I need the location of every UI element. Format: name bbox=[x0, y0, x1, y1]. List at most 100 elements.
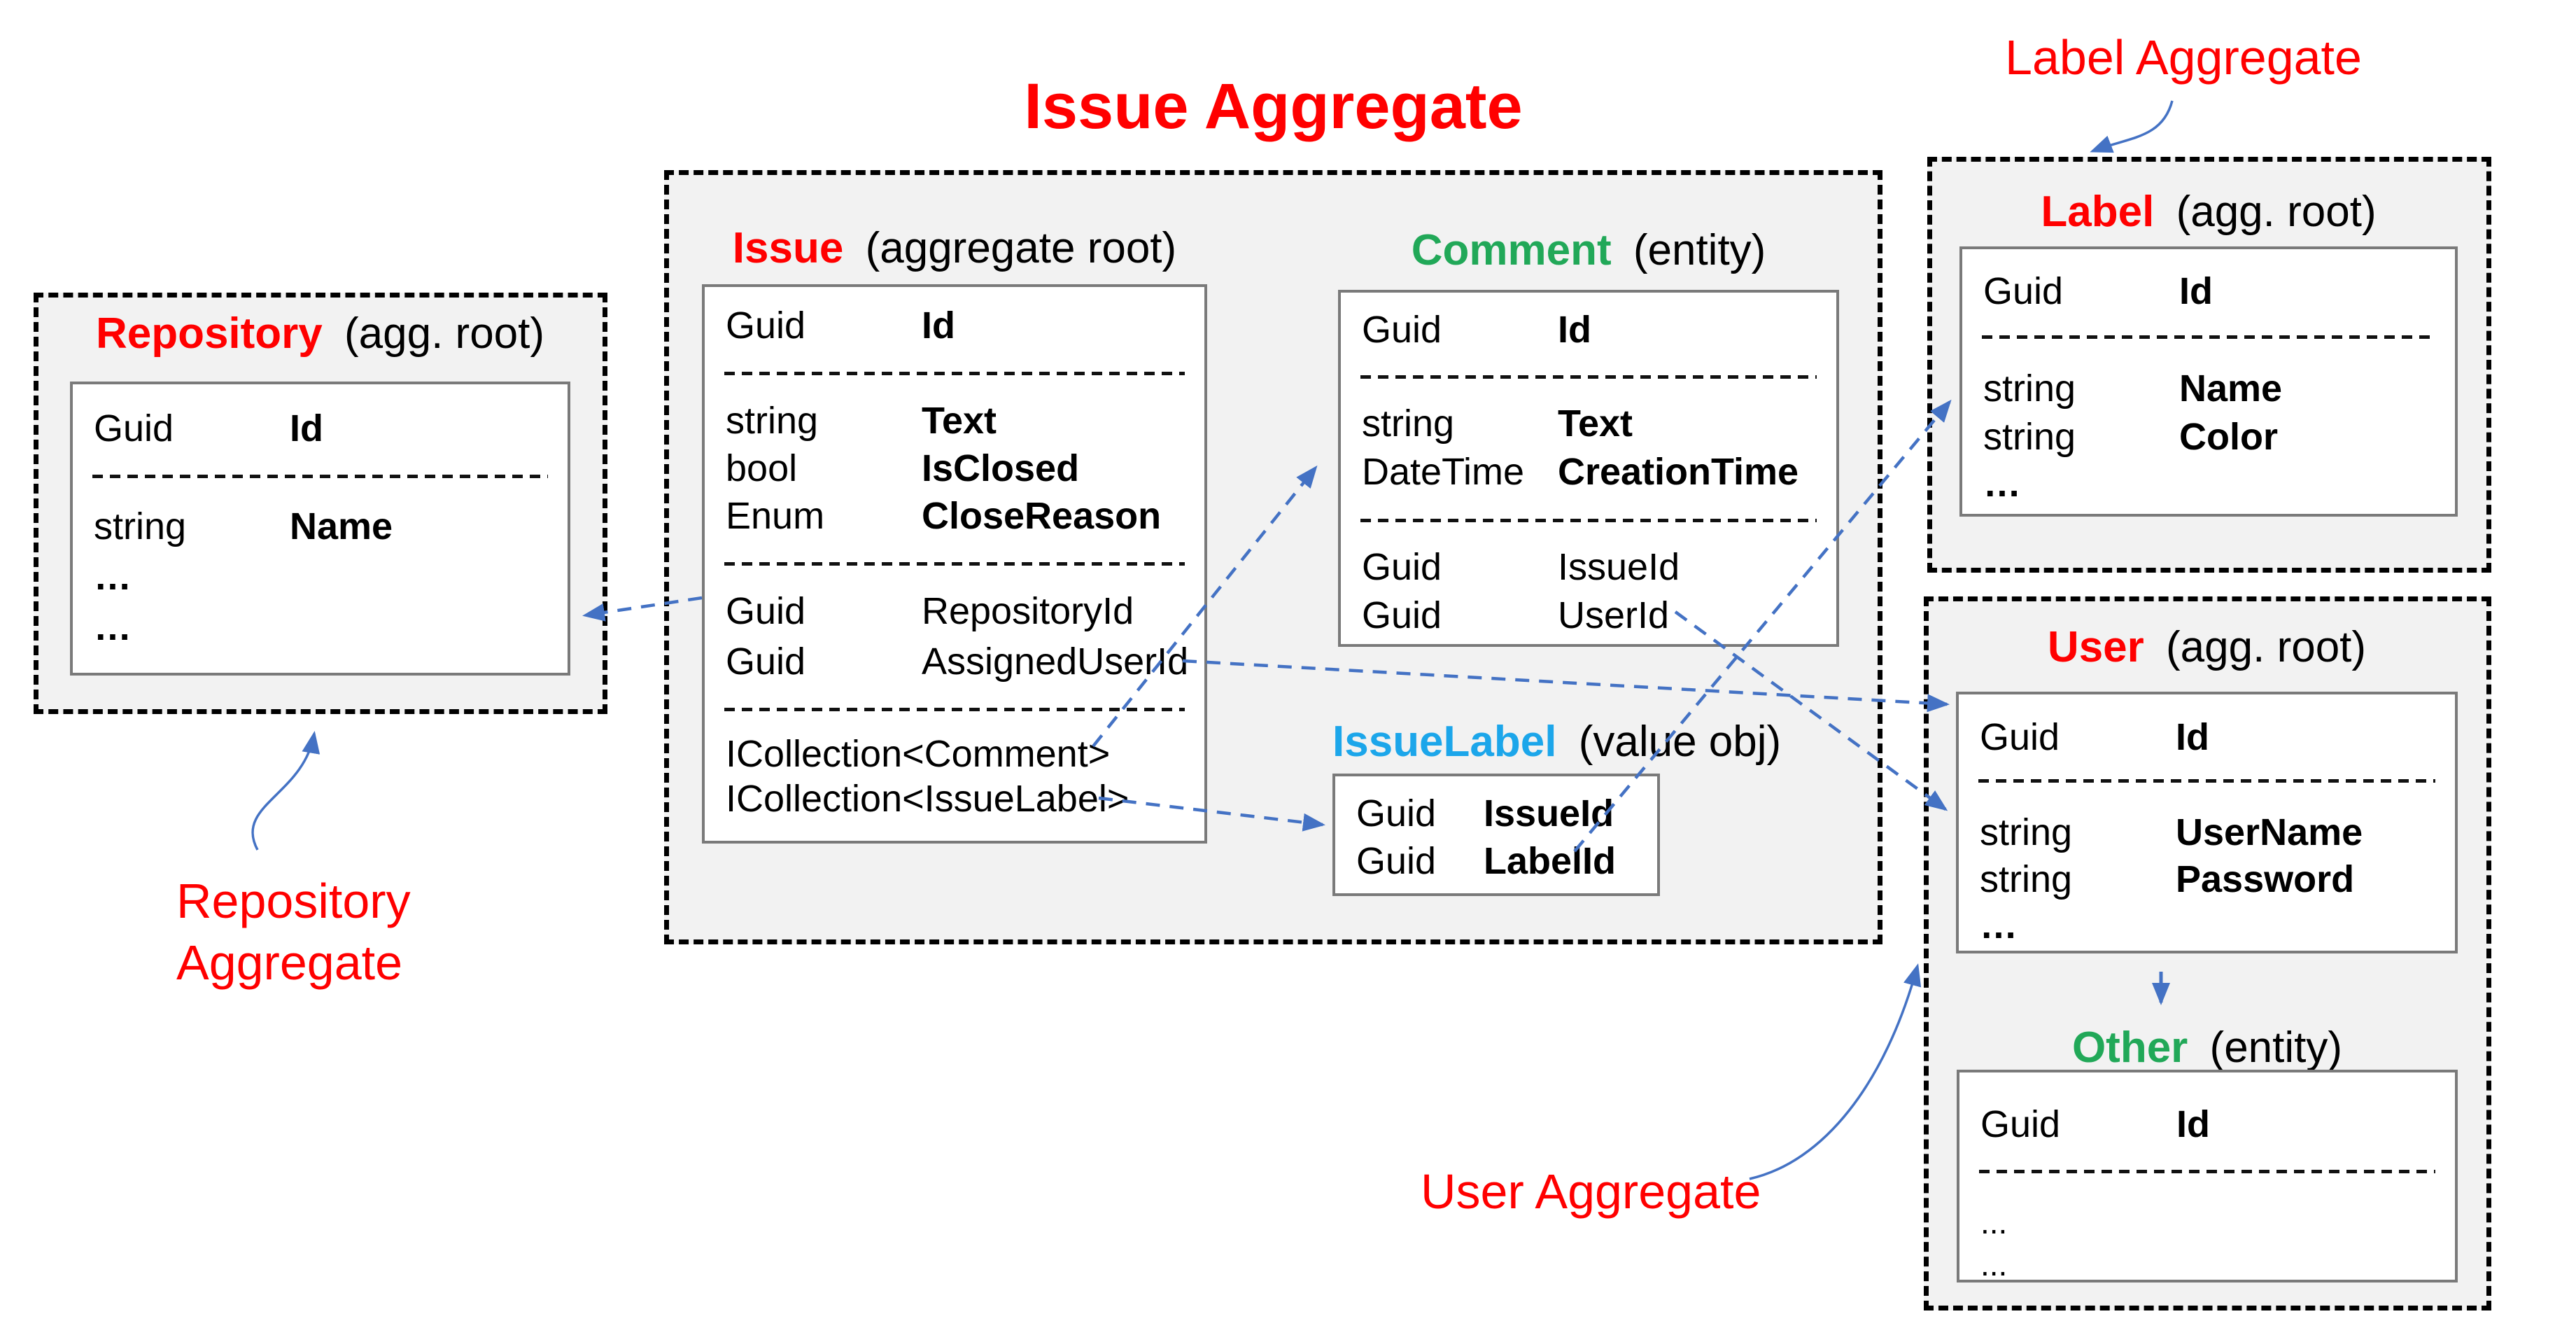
field-name: CloseReason bbox=[922, 495, 1162, 537]
field-name: Name bbox=[2179, 368, 2283, 410]
field-row: Guid RepositoryId bbox=[705, 587, 1204, 635]
ellipsis: … bbox=[1980, 904, 2018, 946]
field-type: Guid bbox=[726, 305, 806, 347]
field-type: Guid bbox=[1356, 840, 1437, 882]
user-box-title: User (agg. root) bbox=[1956, 620, 2458, 676]
field-name: Name bbox=[290, 505, 393, 547]
issue-box-title: Issue (aggregate root) bbox=[702, 221, 1207, 277]
field-name: AssignedUserId bbox=[922, 641, 1189, 683]
label-entity-box: Guid Id string Name string Color … bbox=[1959, 246, 2458, 517]
field-type: Guid bbox=[94, 407, 174, 449]
arrow-label-aggregate-annotation bbox=[2090, 100, 2174, 153]
issuelabel-box-title-name: IssueLabel bbox=[1332, 718, 1557, 766]
field-divider bbox=[1982, 335, 2435, 339]
collection-field: ICollection<Comment> bbox=[726, 733, 1111, 775]
field-type: Enum bbox=[726, 495, 825, 537]
field-row: string Text bbox=[1341, 400, 1836, 447]
field-row: string Name bbox=[73, 503, 568, 550]
ellipsis-row: ... bbox=[1959, 1198, 2455, 1246]
other-box-title-name: Other bbox=[2071, 1023, 2188, 1072]
issuelabel-entity-box: Guid IssueId Guid LabelId bbox=[1332, 774, 1660, 896]
field-row: string Password bbox=[1959, 855, 2455, 903]
user-box-title-name: User bbox=[2047, 623, 2144, 671]
arrow-repository-aggregate-annotation bbox=[251, 731, 321, 851]
other-entity-box: Guid Id ... ... bbox=[1957, 1070, 2458, 1282]
comment-entity-box: Guid Id string Text DateTime CreationTim… bbox=[1338, 290, 1839, 647]
arrow-user-aggregate-annotation bbox=[1749, 963, 1922, 1180]
label-box-title-suffix: (agg. root) bbox=[2176, 188, 2377, 236]
field-row: Guid LabelId bbox=[1335, 837, 1657, 885]
field-type: Guid bbox=[1980, 716, 2060, 758]
ellipsis-row: … bbox=[1959, 902, 2455, 949]
field-type: string bbox=[1362, 403, 1455, 445]
field-name: CreationTime bbox=[1558, 451, 1799, 493]
repository-box-title-suffix: (agg. root) bbox=[344, 309, 545, 358]
field-row: string Text bbox=[705, 397, 1204, 445]
issue-entity-box: Guid Id string Text bool IsClosed Enum C… bbox=[702, 284, 1207, 844]
field-name: IssueId bbox=[1558, 546, 1680, 588]
repository-box-title-name: Repository bbox=[95, 309, 323, 358]
field-name: UserId bbox=[1558, 594, 1670, 636]
comment-box-title: Comment (entity) bbox=[1338, 223, 1839, 279]
field-type: Guid bbox=[1362, 546, 1442, 588]
other-box-title-suffix: (entity) bbox=[2209, 1023, 2343, 1072]
ellipsis: … bbox=[94, 556, 132, 598]
repository-box-title: Repository (agg. root) bbox=[70, 306, 570, 362]
field-row: Guid Id bbox=[705, 302, 1204, 349]
field-name: LabelId bbox=[1484, 840, 1617, 882]
repository-entity-box: Guid Id string Name … … bbox=[70, 382, 570, 676]
field-row: Guid Id bbox=[73, 405, 568, 452]
field-name: Id bbox=[1558, 309, 1591, 351]
field-row: DateTime CreationTime bbox=[1341, 448, 1836, 496]
repository-aggregate-annotation-line2: Aggregate bbox=[176, 935, 403, 990]
issue-box-title-name: Issue bbox=[732, 224, 844, 272]
field-divider bbox=[724, 708, 1185, 711]
ellipsis-row: ... bbox=[1959, 1240, 2455, 1288]
ellipsis: … bbox=[94, 606, 132, 648]
ellipsis-row: … bbox=[73, 603, 568, 651]
user-aggregate-annotation: User Aggregate bbox=[1421, 1164, 1761, 1219]
field-divider bbox=[724, 562, 1185, 566]
ellipsis-row: … bbox=[73, 553, 568, 601]
field-row: Guid Id bbox=[1341, 306, 1836, 354]
field-row: Guid Id bbox=[1959, 713, 2455, 761]
field-name: Id bbox=[290, 407, 323, 449]
field-name: IssueId bbox=[1484, 792, 1614, 834]
field-type: string bbox=[1980, 811, 2073, 853]
comment-box-title-suffix: (entity) bbox=[1633, 226, 1766, 274]
field-type: Guid bbox=[1362, 594, 1442, 636]
collection-field: ICollection<IssueLabel> bbox=[726, 778, 1129, 820]
field-row: bool IsClosed bbox=[705, 445, 1204, 492]
field-divider bbox=[724, 372, 1185, 375]
field-name: UserName bbox=[2176, 811, 2363, 853]
field-type: string bbox=[726, 400, 819, 442]
field-row: Guid UserId bbox=[1341, 592, 1836, 639]
repository-aggregate-annotation-line1: Repository bbox=[176, 874, 411, 928]
ellipsis-row: … bbox=[1962, 460, 2455, 508]
field-type: bool bbox=[726, 447, 798, 489]
field-type: Guid bbox=[1983, 270, 2064, 312]
field-name: Text bbox=[1558, 403, 1633, 445]
field-divider bbox=[1979, 1170, 2435, 1173]
field-name: IsClosed bbox=[922, 447, 1080, 489]
ellipsis: ... bbox=[1980, 1204, 2008, 1240]
field-type: string bbox=[1983, 416, 2076, 458]
issue-aggregate-title: Issue Aggregate bbox=[1024, 71, 1523, 142]
issue-box-title-suffix: (aggregate root) bbox=[865, 224, 1177, 272]
field-type: string bbox=[1980, 858, 2073, 900]
field-type: Guid bbox=[726, 590, 806, 632]
field-name: Id bbox=[2176, 1103, 2210, 1145]
comment-box-title-name: Comment bbox=[1411, 226, 1612, 274]
user-box-title-suffix: (agg. root) bbox=[2166, 623, 2367, 671]
other-box-title: Other (entity) bbox=[1957, 1020, 2458, 1076]
field-type: Guid bbox=[1362, 309, 1442, 351]
field-row: string Name bbox=[1962, 365, 2455, 412]
field-type: DateTime bbox=[1362, 451, 1525, 493]
field-divider bbox=[92, 475, 548, 478]
field-row: Guid Id bbox=[1962, 267, 2455, 315]
field-type: Guid bbox=[1356, 792, 1437, 834]
ellipsis: … bbox=[1983, 463, 2021, 505]
field-name: RepositoryId bbox=[922, 590, 1134, 632]
issuelabel-box-title-suffix: (value obj) bbox=[1578, 718, 1782, 766]
field-row: Guid AssignedUserId bbox=[705, 638, 1204, 685]
